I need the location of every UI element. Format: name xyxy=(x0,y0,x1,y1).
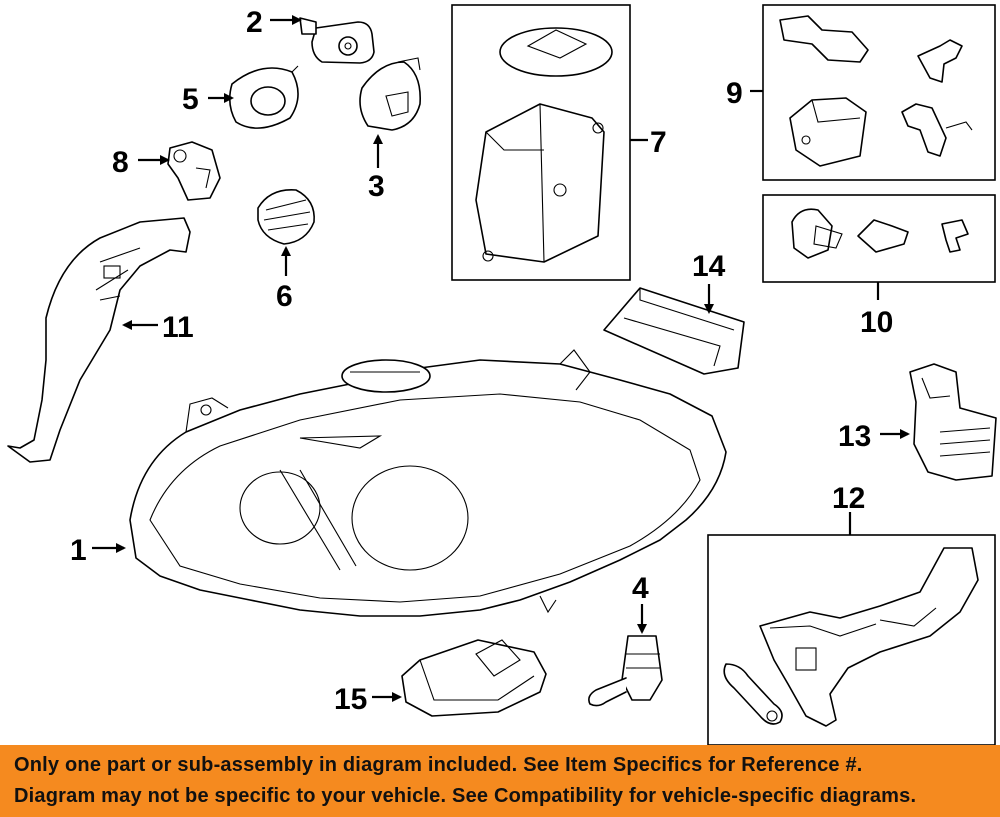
disclaimer-line-1: Only one part or sub-assembly in diagram… xyxy=(14,754,863,776)
part-7-module xyxy=(475,27,613,263)
callout-9: 9 xyxy=(726,77,743,110)
callout-6: 6 xyxy=(276,280,293,313)
part-15-module xyxy=(401,639,547,717)
parts-diagram: 2 5 3 8 6 11 7 9 10 14 13 12 1 4 15 xyxy=(7,4,997,745)
callout-15: 15 xyxy=(334,683,367,716)
part-6-cap xyxy=(257,189,315,245)
part-2-socket xyxy=(299,17,375,64)
callout-3: 3 xyxy=(368,170,385,203)
part-12-bracket xyxy=(723,547,979,727)
part-8-connector xyxy=(167,141,221,201)
part-4-bulb xyxy=(588,635,663,707)
disclaimer-line-2: Diagram may not be specific to your vehi… xyxy=(14,785,917,807)
callout-1: 1 xyxy=(70,534,87,567)
part-13-connector xyxy=(909,363,997,481)
part-14-module xyxy=(603,287,745,375)
part-1-headlamp xyxy=(129,349,727,617)
part-5-ring xyxy=(228,65,299,129)
part-10-fasteners xyxy=(791,208,969,259)
callout-7: 7 xyxy=(650,126,667,159)
part-9-brackets xyxy=(779,15,973,167)
part-11-bracket xyxy=(7,217,191,463)
callout-13: 13 xyxy=(838,420,871,453)
callout-10: 10 xyxy=(860,306,893,339)
part-3-cap xyxy=(359,57,421,131)
callout-8: 8 xyxy=(112,146,129,179)
callout-4: 4 xyxy=(632,572,649,605)
callout-12: 12 xyxy=(832,482,865,515)
callout-11: 11 xyxy=(162,311,194,344)
callout-5: 5 xyxy=(182,83,199,116)
disclaimer-banner: Only one part or sub-assembly in diagram… xyxy=(0,745,1000,817)
callout-2: 2 xyxy=(246,6,263,39)
callout-14: 14 xyxy=(692,250,726,283)
